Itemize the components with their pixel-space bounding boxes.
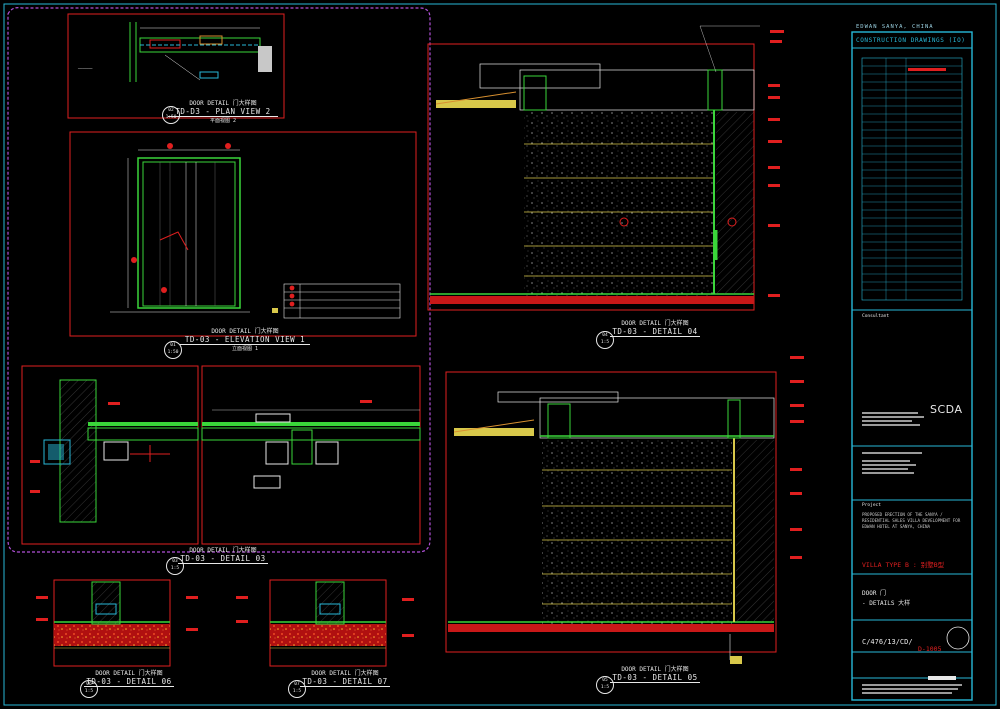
label-code: TD-03 - DETAIL 05 <box>610 673 700 683</box>
view-detail-06 <box>53 579 171 667</box>
label-detail-06: DOOR DETAIL 门大样图 TD-03 - DETAIL 06 <box>84 668 174 687</box>
label-tag: DOOR DETAIL 门大样图 <box>211 328 279 335</box>
title-box-heading: CONSTRUCTION DRAWINGS (IO) <box>856 37 966 44</box>
badge-elevation-view-1: 01 1:50 <box>164 341 182 359</box>
svg-text:──────: ────── <box>77 66 93 71</box>
view-detail-03 <box>21 365 421 545</box>
view-detail-04 <box>427 25 760 311</box>
label-detail-03: DOOR DETAIL 门大样图 TD-03 - DETAIL 03 <box>178 545 268 564</box>
label-code: TD-03 - DETAIL 07 <box>300 677 390 687</box>
badge-num: 06 <box>86 682 92 687</box>
label-detail-05: DOOR DETAIL 门大样图 TD-03 - DETAIL 05 <box>610 664 700 683</box>
label-elevation-view-1: DOOR DETAIL 门大样图 TD-03 - ELEVATION VIEW … <box>180 326 310 352</box>
project-label: Project <box>862 503 881 508</box>
badge-scale: 1:50 <box>165 115 177 120</box>
revision-cloud <box>7 7 431 553</box>
title-block <box>851 31 973 701</box>
badge-num: 02 <box>168 108 174 113</box>
label-code: TD-03 - DETAIL 04 <box>610 327 700 337</box>
label-code: TD-03 - ELEVATION VIEW 1 <box>180 335 310 345</box>
label-code: TD-D3 - PLAN VIEW 2 <box>168 107 278 117</box>
revision-code: D-1005 <box>918 645 942 653</box>
label-plan-view-2: DOOR DETAIL 门大样图 TD-D3 - PLAN VIEW 2 平面视… <box>168 98 278 124</box>
sheet-border <box>3 3 997 706</box>
badge-scale: 1:5 <box>292 689 302 694</box>
villa-type: VILLA TYPE B : 别墅B型 <box>862 561 945 569</box>
drawing-title-line-1: DOOR 门 <box>862 590 887 597</box>
badge-plan-view-2: 02 1:50 <box>162 106 180 124</box>
stamp-label: Consultant <box>862 314 890 319</box>
project-location: EDWAN SANYA, CHINA <box>856 24 934 30</box>
label-sub: 平面视图 2 <box>209 118 237 124</box>
badge-num: 07 <box>294 682 300 687</box>
label-sub: 立面视图 1 <box>231 346 259 352</box>
badge-num: 04 <box>602 333 608 338</box>
label-code: TD-03 - DETAIL 03 <box>178 554 268 564</box>
view-detail-07 <box>269 579 387 667</box>
badge-num: 05 <box>602 678 608 683</box>
badge-scale: 1:50 <box>167 350 179 355</box>
badge-scale: 1:5 <box>600 685 610 690</box>
view-detail-05 <box>445 371 777 664</box>
label-tag: DOOR DETAIL 门大样图 <box>311 670 379 677</box>
drawing-title-line-2: - DETAILS 大样 <box>862 600 911 607</box>
view-elevation-view-1 <box>69 131 417 337</box>
view-plan-view-2: ────── <box>67 13 285 119</box>
label-tag: DOOR DETAIL 门大样图 <box>621 666 689 673</box>
label-tag: DOOR DETAIL 门大样图 <box>95 670 163 677</box>
badge-num: 03 <box>172 559 178 564</box>
label-tag: DOOR DETAIL 门大样图 <box>189 100 257 107</box>
badge-scale: 1:5 <box>600 340 610 345</box>
annotation-leaders <box>30 30 804 637</box>
project-description: PROPOSED ERECTION OF THE SANYA / RESIDEN… <box>862 512 961 529</box>
drawing-number: C/476/13/CD/ <box>862 638 913 646</box>
label-code: TD-03 - DETAIL 06 <box>84 677 174 687</box>
badge-scale: 1:5 <box>170 566 180 571</box>
label-detail-07: DOOR DETAIL 门大样图 TD-03 - DETAIL 07 <box>300 668 390 687</box>
firm-logo-text: SCDA <box>930 403 963 416</box>
label-detail-04: DOOR DETAIL 门大样图 TD-03 - DETAIL 04 <box>610 318 700 337</box>
badge-num: 01 <box>170 343 176 348</box>
label-tag: DOOR DETAIL 门大样图 <box>189 547 257 554</box>
badge-scale: 1:5 <box>84 689 94 694</box>
label-tag: DOOR DETAIL 门大样图 <box>621 320 689 327</box>
